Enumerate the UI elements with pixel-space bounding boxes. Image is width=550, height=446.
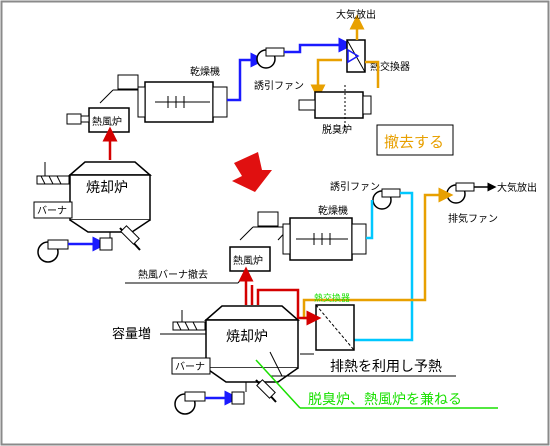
bottom-capacity-label: 容量増 — [112, 326, 151, 342]
bottom-heat-exchanger-label: 熱交換器 — [314, 292, 350, 304]
top-dryer-label: 乾燥機 — [190, 65, 220, 78]
top-deodorizer-label: 脱臭炉 — [322, 123, 352, 136]
bottom-exhaust-fan-label: 排気ファン — [448, 212, 498, 225]
top-exhaust-label: 大気放出 — [336, 8, 376, 21]
top-deodorizer — [314, 91, 364, 119]
bottom-burner — [171, 357, 211, 375]
left-burner-label: バーナ — [37, 205, 67, 217]
bottom-hopper — [257, 211, 279, 227]
bottom-incinerator — [205, 319, 299, 369]
top-furnace-burner — [66, 113, 82, 125]
left-burner — [33, 201, 73, 219]
bottom-burner-label: バーナ — [175, 361, 205, 373]
bottom-combined-label: 脱臭炉、熱風炉を兼ねる — [308, 392, 462, 408]
transition-arrow — [232, 152, 272, 192]
bottom-preheat-label: 排熱を利用し予熱 — [330, 359, 442, 375]
bottom-incinerator-label: 焼却炉 — [226, 329, 268, 345]
bottom-system: 誘引ファン 排気ファン 大気放出 乾燥機 熱風炉 熱風バーナ撤去 — [112, 180, 537, 415]
bottom-burner-removed-label: 熱風バーナ撤去 — [138, 268, 208, 281]
left-incinerator-system: 焼却炉 バーナ — [33, 126, 153, 263]
top-hot-air-furnace-label: 熱風炉 — [92, 115, 122, 128]
bottom-exhaust-label: 大気放出 — [497, 181, 537, 194]
top-heat-exchanger-label: 熱交換器 — [370, 60, 410, 73]
top-remove-label: 撤去する — [384, 133, 444, 151]
bottom-induced-fan-label: 誘引ファン — [330, 180, 380, 193]
bottom-heat-exchanger — [315, 304, 355, 351]
left-incinerator-label: 焼却炉 — [86, 180, 128, 196]
top-induced-fan-label: 誘引ファン — [254, 79, 304, 92]
left-incinerator — [69, 174, 151, 221]
bottom-dryer-label: 乾燥機 — [318, 204, 348, 217]
top-remove-box — [376, 124, 454, 156]
top-hopper — [117, 74, 139, 90]
top-system: 乾燥機 熱風炉 誘引ファン 熱交換器 大気放出 脱臭炉 撤去する — [66, 8, 454, 156]
bottom-hot-air-furnace-label: 熱風炉 — [233, 254, 263, 267]
